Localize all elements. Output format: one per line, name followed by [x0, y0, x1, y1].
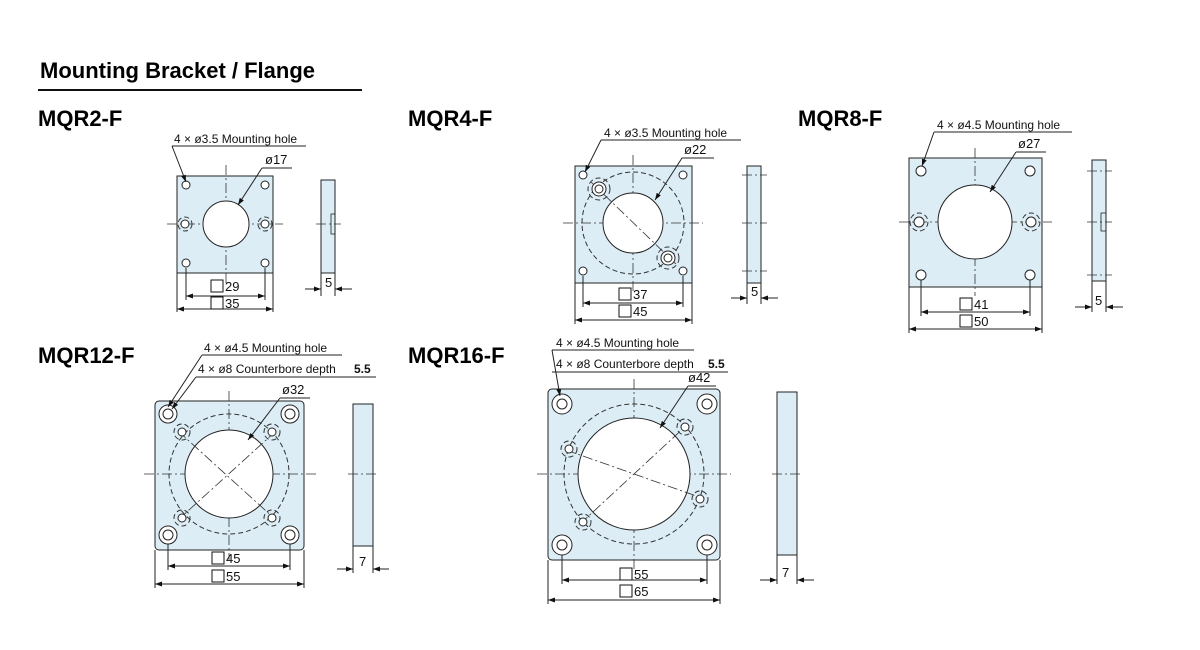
- mqr4-hole-note: 4 × ø3.5 Mounting hole: [604, 126, 727, 140]
- mqr12-dim-inner: 45: [226, 551, 240, 566]
- mqr12-counterbore-note: 4 × ø8 Counterbore depth: [198, 362, 336, 376]
- mqr4-mounting-hole: [578, 170, 588, 180]
- mqr12-hole-note: 4 × ø4.5 Mounting hole: [204, 341, 327, 355]
- mqr16-hole-note: 4 × ø4.5 Mounting hole: [556, 336, 679, 350]
- mqr12-mounting-hole: [158, 525, 178, 545]
- mqr2-mounting-hole: [260, 258, 270, 268]
- model-title-mqr8: MQR8-F: [798, 106, 882, 131]
- mqr8-thickness: 5: [1095, 293, 1102, 308]
- mqr8-dim-inner: 41: [974, 297, 988, 312]
- mqr16-plate-side: [776, 391, 798, 556]
- mqr2-bore: [202, 200, 250, 248]
- mqr8-mounting-hole: [1024, 269, 1036, 281]
- mqr4-dim-inner: 37: [633, 287, 647, 302]
- mqr12-f-drawing: MQR12-F 4 × ø4.5 Mounting hole 4 × ø8 Co…: [38, 341, 389, 588]
- mqr16-dim-inner: 55: [634, 567, 648, 582]
- mqr2-plate-side: [320, 179, 336, 274]
- mqr2-dim-outer: 35: [225, 296, 239, 311]
- mqr8-hole-note: 4 × ø4.5 Mounting hole: [937, 118, 1060, 132]
- mqr16-mounting-hole: [696, 534, 718, 556]
- mqr12-plate-side: [352, 403, 374, 547]
- mqr4-bore-label: ø22: [684, 142, 706, 157]
- mqr12-dim-outer: 55: [226, 569, 240, 584]
- mqr16-thickness: 7: [782, 565, 789, 580]
- mqr16-dim-outer: 65: [634, 584, 648, 599]
- mqr8-dim-outer: 50: [974, 314, 988, 329]
- mqr2-mounting-hole: [260, 180, 270, 190]
- mqr4-mounting-hole: [678, 266, 688, 276]
- mqr4-thickness: 5: [751, 284, 758, 299]
- model-title-mqr16: MQR16-F: [408, 343, 505, 368]
- mqr2-f-drawing: MQR2-F 4 × ø3.5 Mounting hole ø17 29 35: [38, 106, 352, 312]
- mqr2-mounting-hole: [181, 258, 191, 268]
- mqr16-mounting-hole: [696, 393, 718, 415]
- mqr8-mounting-hole: [915, 269, 927, 281]
- mqr2-dim-inner: 29: [225, 279, 239, 294]
- mqr16-counterbore-note: 4 × ø8 Counterbore depth: [556, 357, 694, 371]
- mqr12-mounting-hole: [280, 525, 300, 545]
- mqr4-mounting-hole: [578, 266, 588, 276]
- mqr12-counterbore-depth: 5.5: [354, 362, 371, 376]
- mqr4-mounting-hole: [678, 170, 688, 180]
- mqr2-bore-label: ø17: [265, 152, 287, 167]
- model-title-mqr12: MQR12-F: [38, 343, 135, 368]
- mqr16-counterbore-depth: 5.5: [708, 357, 725, 371]
- mqr4-plate-side: [746, 165, 762, 284]
- mqr8-plate-side: [1091, 159, 1107, 282]
- mqr16-mounting-hole: [551, 534, 573, 556]
- mqr2-hole-note: 4 × ø3.5 Mounting hole: [174, 132, 297, 146]
- mqr8-bore: [937, 184, 1013, 260]
- mqr16-f-drawing: MQR16-F 4 × ø4.5 Mounting hole 4 × ø8 Co…: [408, 336, 814, 604]
- mqr16-mounting-hole: [551, 393, 573, 415]
- mqr8-mounting-hole: [1024, 165, 1036, 177]
- model-title-mqr4: MQR4-F: [408, 106, 492, 131]
- mqr4-dim-outer: 45: [633, 304, 647, 319]
- mqr12-mounting-hole: [158, 404, 178, 424]
- mqr8-bore-label: ø27: [1018, 136, 1040, 151]
- mqr12-mounting-hole: [280, 404, 300, 424]
- section-title: Mounting Bracket / Flange: [40, 58, 315, 83]
- mqr4-f-drawing: MQR4-F 4 × ø3.5 Mounting hole ø22 37 45: [408, 106, 778, 324]
- model-title-mqr2: MQR2-F: [38, 106, 122, 131]
- mqr12-bore-label: ø32: [282, 382, 304, 397]
- mqr12-thickness: 7: [359, 554, 366, 569]
- mqr2-mounting-hole: [181, 180, 191, 190]
- mqr2-thickness: 5: [325, 275, 332, 290]
- mqr16-bore-label: ø42: [688, 370, 710, 385]
- mqr8-f-drawing: MQR8-F 4 × ø4.5 Mounting hole ø27 41 50: [798, 106, 1123, 333]
- mqr8-mounting-hole: [915, 165, 927, 177]
